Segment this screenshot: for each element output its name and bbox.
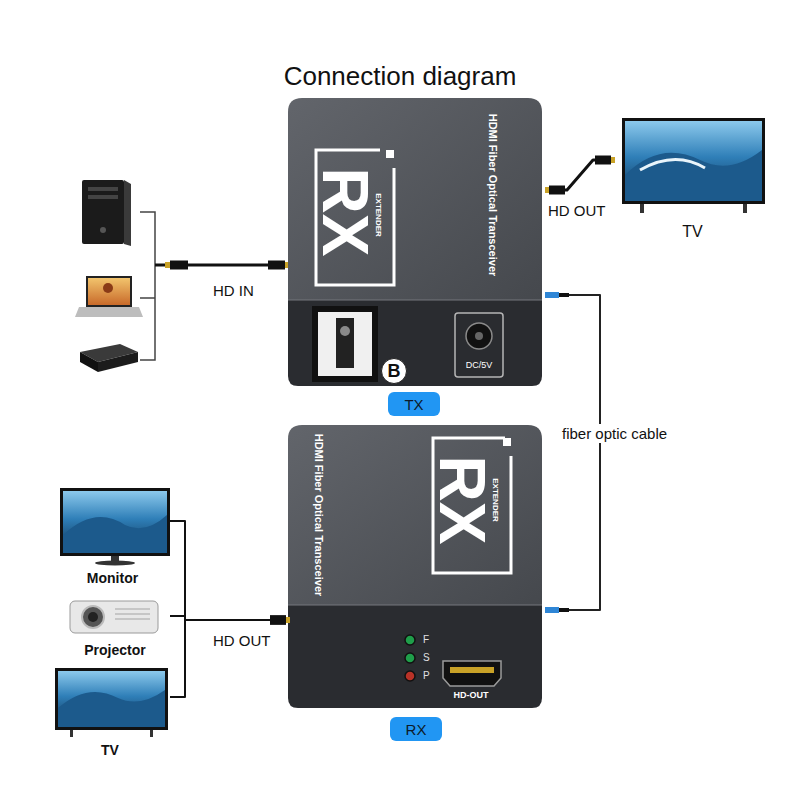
led-label: P xyxy=(423,670,430,682)
cable-plug xyxy=(545,607,559,613)
laptop xyxy=(75,276,143,317)
monitor-display: Monitor xyxy=(55,485,170,585)
led-label: F xyxy=(423,634,429,646)
connector-path xyxy=(170,620,290,697)
monitor-picture xyxy=(60,488,170,566)
cable-plug xyxy=(270,616,286,625)
logo-subtext: EXTENDER xyxy=(374,193,382,237)
logo-text: RX xyxy=(313,168,377,257)
tv-picture xyxy=(622,118,765,213)
logo-subtext: EXTENDER xyxy=(491,478,499,522)
cable-plug xyxy=(545,292,559,298)
receiver-housing xyxy=(288,425,542,708)
hdmi-input-cable xyxy=(155,265,290,266)
device-label: Monitor xyxy=(87,571,138,585)
badge-text: RX xyxy=(406,722,427,737)
source-bracket xyxy=(140,212,155,360)
product-name: HDMI Fiber Optical Transceiver xyxy=(313,434,324,597)
logo-text: RX xyxy=(430,456,494,545)
connector-path xyxy=(545,295,600,610)
device-label: TV xyxy=(101,743,119,757)
device-label: Projector xyxy=(84,643,145,657)
cable-plug xyxy=(549,186,565,195)
unit-badge: RX xyxy=(390,717,442,741)
tv-box xyxy=(80,344,138,372)
led-label: S xyxy=(423,652,430,664)
cable-plug xyxy=(286,617,290,623)
product-name: HDMI Fiber Optical Transceiver xyxy=(487,114,498,277)
port-marker: B xyxy=(381,358,407,384)
unit-badge: TX xyxy=(388,392,440,416)
projector-picture xyxy=(70,601,158,633)
port-label: HD-OUT xyxy=(454,691,489,700)
tv-display: TV xyxy=(615,115,770,240)
connector-path xyxy=(170,521,290,620)
tv-picture xyxy=(55,668,168,737)
cable-plug xyxy=(270,616,286,625)
pc-tower xyxy=(82,180,131,246)
cable-plug xyxy=(545,187,549,193)
cable-plug xyxy=(595,156,611,165)
connector-path xyxy=(545,160,615,190)
cable-plug xyxy=(559,608,569,612)
hdmi-cable xyxy=(170,620,290,697)
cable-plug xyxy=(286,617,290,623)
cable-label: HD IN xyxy=(213,282,254,299)
hdmi-cable xyxy=(170,521,290,620)
tv-display: TV xyxy=(50,665,170,757)
port-letter: B xyxy=(388,362,401,380)
badge-text: TX xyxy=(404,397,423,412)
diagram-title: Connection diagram xyxy=(0,62,800,92)
fiber-cable xyxy=(545,295,600,610)
cable-plug xyxy=(270,616,286,625)
connector-label: HD OUT xyxy=(213,632,271,649)
cable-plug xyxy=(286,617,290,623)
cable-plug xyxy=(559,293,569,297)
projector-device: Projector xyxy=(60,595,170,657)
receiver-unit: HDMI Fiber Optical Transceiver RXEXTENDER… xyxy=(290,422,545,712)
transmitter-unit: RXEXTENDER HDMI Fiber Optical Transceiver… xyxy=(290,95,545,387)
hdmi-cable xyxy=(545,160,615,190)
port-label: DC/5V xyxy=(466,361,493,370)
cable-plug xyxy=(611,157,615,163)
connector-label: fiber optic cable xyxy=(560,424,669,443)
device-label: TV xyxy=(682,224,702,240)
connector-label: HD OUT xyxy=(548,202,606,219)
transmitter-housing xyxy=(288,98,542,386)
